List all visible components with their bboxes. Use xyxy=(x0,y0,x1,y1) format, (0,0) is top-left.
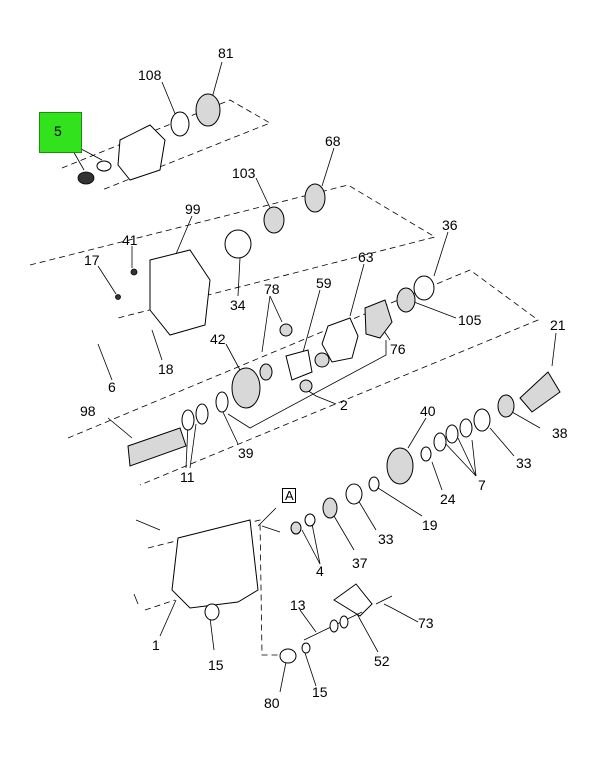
callout-37: 37 xyxy=(352,555,368,571)
callout-80: 80 xyxy=(264,695,280,711)
callout-6: 6 xyxy=(108,379,116,395)
callout-7: 7 xyxy=(478,477,486,493)
callout-18: 18 xyxy=(158,361,174,377)
callout-15-right: 15 xyxy=(312,684,328,700)
callout-105: 105 xyxy=(458,312,482,328)
callout-98: 98 xyxy=(80,403,96,419)
callout-17: 17 xyxy=(84,252,100,268)
callout-21: 21 xyxy=(550,317,566,333)
callout-38: 38 xyxy=(552,425,568,441)
callout-81: 81 xyxy=(218,45,234,61)
callout-34: 34 xyxy=(230,297,246,313)
parts xyxy=(77,93,561,664)
callout-42: 42 xyxy=(210,331,226,347)
callout-41: 41 xyxy=(122,232,138,248)
view-reference-label: A xyxy=(285,488,294,503)
callout-63: 63 xyxy=(358,249,374,265)
callout-76: 76 xyxy=(390,341,406,357)
callout-13: 13 xyxy=(290,597,306,613)
view-reference-box-a: A xyxy=(282,488,296,503)
assembly-outlines xyxy=(29,99,539,656)
highlighted-callout-label: 5 xyxy=(54,123,62,139)
callout-108: 108 xyxy=(138,67,162,83)
callout-24: 24 xyxy=(440,491,456,507)
callout-73: 73 xyxy=(418,615,434,631)
callout-40: 40 xyxy=(420,403,436,419)
callout-33-upper: 33 xyxy=(516,455,532,471)
highlighted-callout-5[interactable]: 5 xyxy=(39,112,82,153)
callout-99: 99 xyxy=(185,201,201,217)
callout-33-lower: 33 xyxy=(378,531,394,547)
callout-1: 1 xyxy=(152,637,160,653)
callout-11: 11 xyxy=(180,469,195,485)
callout-68: 68 xyxy=(325,133,341,149)
callout-15-left: 15 xyxy=(208,657,224,673)
callout-2: 2 xyxy=(340,397,348,413)
callout-39: 39 xyxy=(238,445,254,461)
callout-19: 19 xyxy=(422,517,438,533)
callout-36: 36 xyxy=(442,217,458,233)
leader-lines xyxy=(97,61,557,693)
callout-52: 52 xyxy=(374,653,390,669)
callout-78: 78 xyxy=(264,281,280,297)
callout-4: 4 xyxy=(316,563,324,579)
callout-103: 103 xyxy=(232,165,256,181)
callout-labels: 108 81 68 103 99 41 17 34 36 63 78 59 10… xyxy=(80,45,568,711)
callout-59: 59 xyxy=(316,275,332,291)
